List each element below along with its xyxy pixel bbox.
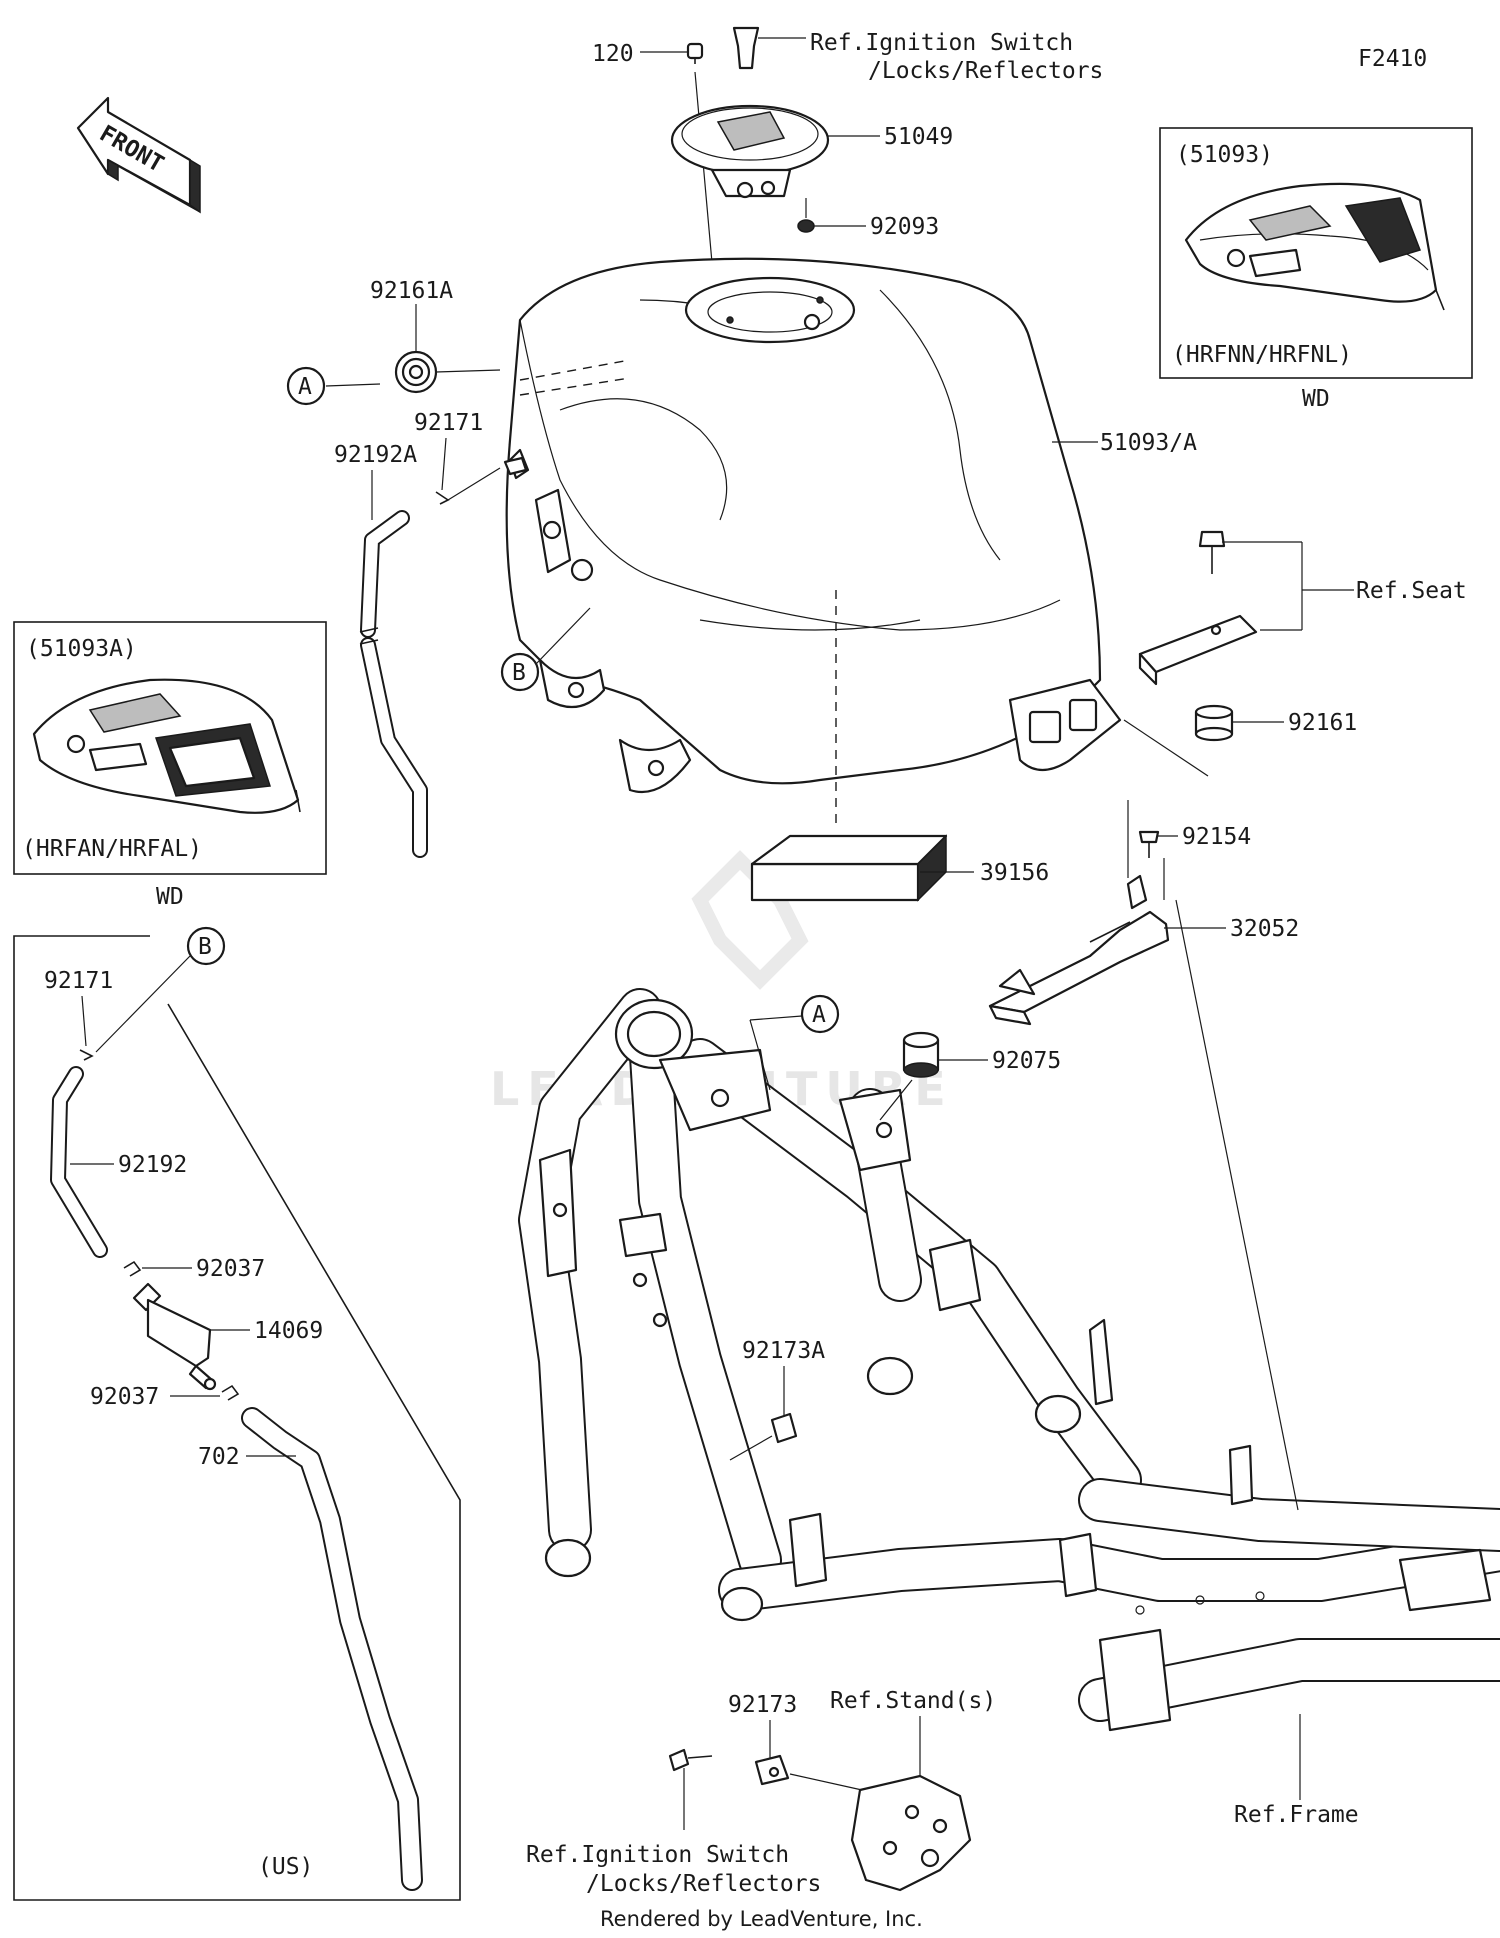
inset-left-title: (51093A) xyxy=(26,636,137,662)
label-92037-a: 92037 xyxy=(196,1256,265,1282)
seat-bracket: Ref.Seat xyxy=(1138,530,1467,686)
ignition-bolt-top: Ref.Ignition Switch /Locks/Reflectors xyxy=(732,26,1103,84)
svg-text:A: A xyxy=(812,1002,826,1028)
label-ref-seat: Ref.Seat xyxy=(1356,578,1467,604)
label-51049: 51049 xyxy=(884,124,953,150)
label-702: 702 xyxy=(198,1444,240,1470)
clip-92171-top: 92171 xyxy=(414,410,528,505)
label-ref-ignition-bottom-2: /Locks/Reflectors xyxy=(586,1871,821,1897)
fuel-cap-51049: 51049 xyxy=(670,104,953,199)
us-note: (US) xyxy=(258,1854,313,1880)
grommet-92161a: 92161A A xyxy=(286,278,501,406)
label-92173: 92173 xyxy=(728,1692,797,1718)
label-92037-b: 92037 xyxy=(90,1384,159,1410)
label-92173a: 92173A xyxy=(742,1338,825,1364)
bolt-92154: 92154 xyxy=(1138,824,1251,858)
label-ref-ignition-top-2: /Locks/Reflectors xyxy=(868,58,1103,84)
callout-a-frame: A xyxy=(749,994,840,1091)
label-92154: 92154 xyxy=(1182,824,1251,850)
callout-b-top: B xyxy=(500,607,591,692)
label-51093a-tank: 51093/A xyxy=(1100,430,1197,456)
diagram-code: F2410 xyxy=(1358,46,1427,72)
inset-left-caption: WD xyxy=(156,884,184,910)
inset-left-models: (HRFAN/HRFAL) xyxy=(22,836,202,862)
label-92192a: 92192A xyxy=(334,442,417,468)
grommet-92161: 92161 xyxy=(1123,704,1357,777)
screw-120: 120 xyxy=(592,41,719,331)
label-92161a: 92161A xyxy=(370,278,453,304)
label-ref-stands: Ref.Stand(s) xyxy=(830,1688,996,1714)
label-92161: 92161 xyxy=(1288,710,1357,736)
inset-right-51093: (51093) (HRFNN/HRFNL) WD xyxy=(1159,127,1473,412)
label-92093: 92093 xyxy=(870,214,939,240)
label-92075: 92075 xyxy=(992,1048,1061,1074)
inset-right-models: (HRFNN/HRFNL) xyxy=(1172,342,1352,368)
inset-right-title: (51093) xyxy=(1176,142,1273,168)
damper-92075: 92075 xyxy=(879,1031,1061,1121)
inset-us-hose: B 92171 92192 92037 14069 92037 702 (US) xyxy=(13,926,461,1901)
svg-text:Ref.Frame: Ref.Frame xyxy=(1234,1802,1359,1828)
label-ref-ignition-top-1: Ref.Ignition Switch xyxy=(810,30,1073,56)
stand-bracket: 92173 Ref.Stand(s) Ref.Ignition Switch /… xyxy=(526,1688,996,1897)
label-92192: 92192 xyxy=(118,1152,187,1178)
motorcycle-frame xyxy=(518,988,1500,1732)
label-92171-top: 92171 xyxy=(414,410,483,436)
label-32052: 32052 xyxy=(1230,916,1299,942)
label-92171-inset: 92171 xyxy=(44,968,113,994)
fuel-tank-51093a: 51093/A xyxy=(505,257,1197,794)
front-arrow-icon: FRONT xyxy=(76,96,201,214)
ref-frame-label: Ref.Frame xyxy=(1175,899,1359,1828)
label-14069: 14069 xyxy=(254,1318,323,1344)
clamp-92173a: 92173A xyxy=(729,1338,825,1461)
label-ref-ignition-bottom-1: Ref.Ignition Switch xyxy=(526,1842,789,1868)
credit-text: Rendered by LeadVenture, Inc. xyxy=(600,1907,923,1931)
bracket-32052: 32052 xyxy=(988,800,1299,1026)
callout-b-inset: B xyxy=(198,934,212,960)
callout-a-top: A xyxy=(298,374,312,400)
pad-39156: 39156 xyxy=(750,590,1049,902)
grommet-92093: 92093 xyxy=(797,198,939,240)
label-120: 120 xyxy=(592,41,634,67)
label-39156: 39156 xyxy=(980,860,1049,886)
inset-right-caption: WD xyxy=(1302,386,1330,412)
svg-text:B: B xyxy=(512,660,526,686)
inset-left-51093a: (51093A) (HRFAN/HRFAL) WD xyxy=(13,621,327,910)
hose-92192a: 92192A xyxy=(334,442,428,858)
